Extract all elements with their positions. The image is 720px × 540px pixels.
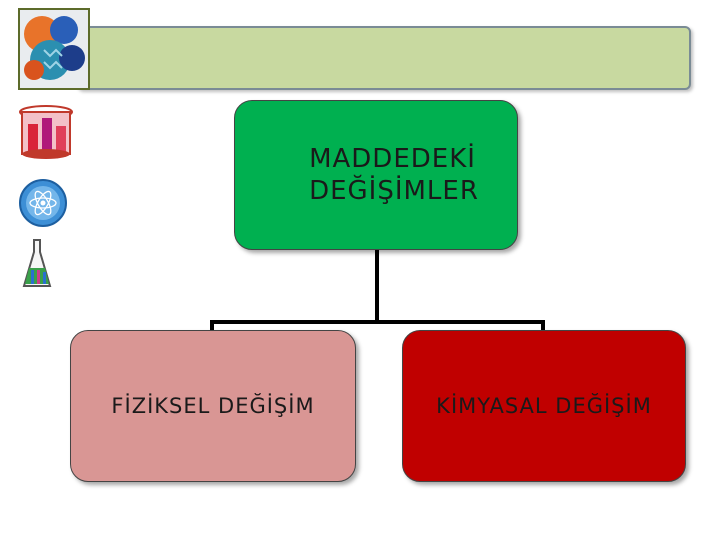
physical-change-node: FİZİKSEL DEĞİŞİM xyxy=(70,330,356,482)
title-banner xyxy=(76,26,691,90)
atom-icon xyxy=(18,178,68,232)
root-node: MADDEDEKİ DEĞİŞİMLER xyxy=(234,100,518,250)
chemical-change-label: KİMYASAL DEĞİŞİM xyxy=(436,394,652,418)
chemistry-photo-icon xyxy=(18,8,90,90)
flask-icon xyxy=(22,238,52,294)
root-label: MADDEDEKİ DEĞİŞİMLER xyxy=(281,143,479,207)
beaker-icon xyxy=(18,104,74,166)
chemical-change-node: KİMYASAL DEĞİŞİM xyxy=(402,330,686,482)
physical-change-label: FİZİKSEL DEĞİŞİM xyxy=(111,394,315,418)
root-label-line1: MADDEDEKİ xyxy=(309,144,476,174)
root-label-line2: DEĞİŞİMLER xyxy=(309,176,479,206)
